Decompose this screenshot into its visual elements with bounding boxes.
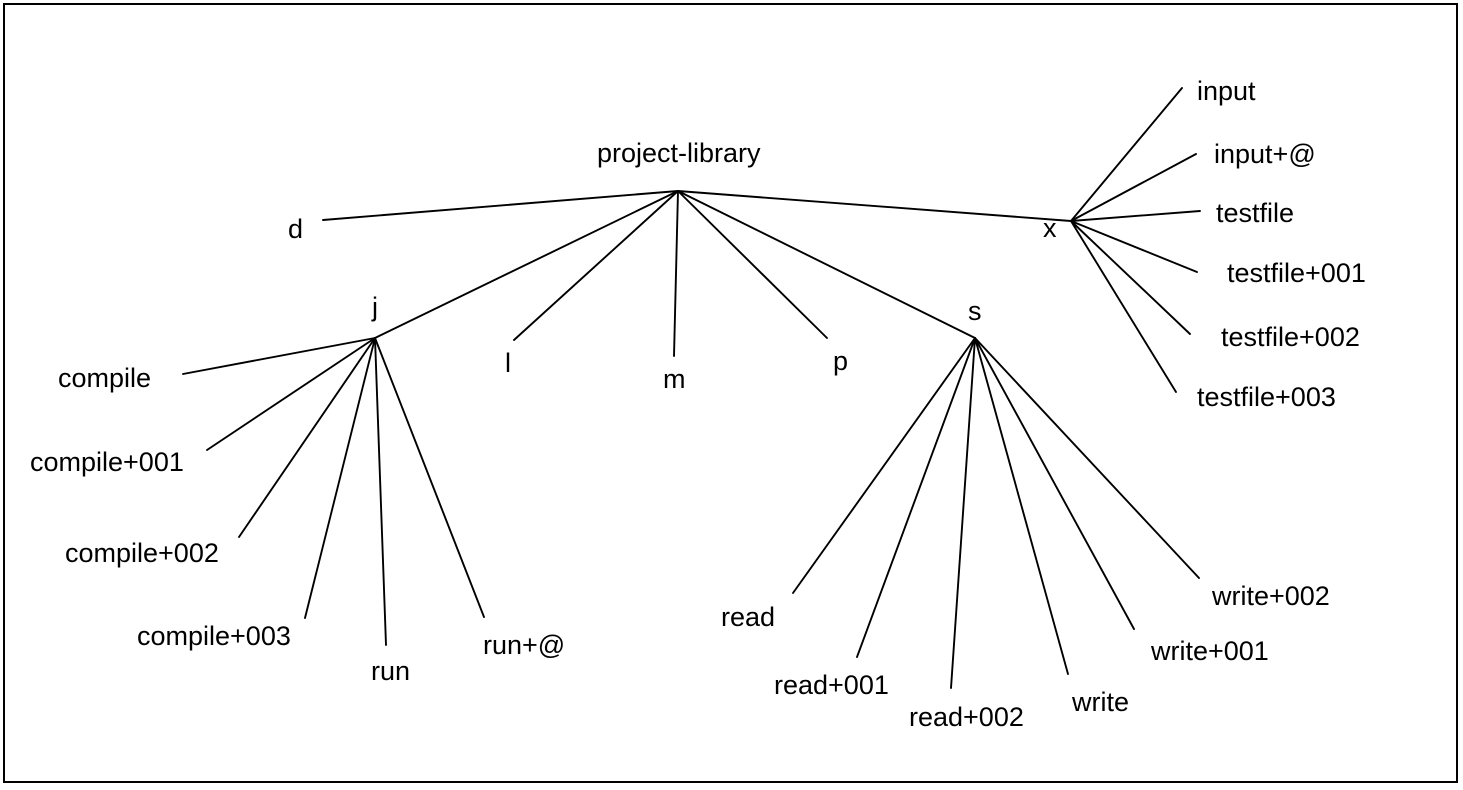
tree-node-label-s[interactable]: s: [968, 296, 982, 326]
tree-edge-x-to-testfile002: [1070, 220, 1191, 335]
tree-node-label-testfile002[interactable]: testfile+002: [1221, 322, 1360, 352]
tree-node-label-l[interactable]: l: [505, 348, 511, 378]
tree-node-label-compile001[interactable]: compile+001: [30, 447, 184, 477]
tree-node-label-read001[interactable]: read+001: [774, 670, 889, 700]
tree-edge-s-to-read002: [950, 337, 976, 689]
tree-node-label-testfile001[interactable]: testfile+001: [1227, 258, 1366, 288]
tree-node-label-compile002[interactable]: compile+002: [65, 538, 219, 568]
tree-node-label-write[interactable]: write: [1072, 687, 1130, 717]
tree-edge-s-to-write001: [974, 337, 1135, 630]
tree-node-label-root[interactable]: project-library: [597, 138, 761, 168]
tree-edge-root-to-p: [677, 190, 828, 339]
tree-node-label-compile[interactable]: compile: [58, 363, 152, 393]
tree-edge-s-to-write: [974, 337, 1069, 675]
tree-edge-j-to-compile003: [304, 337, 376, 619]
tree-node-label-input[interactable]: input: [1197, 76, 1256, 106]
tree-node-label-p[interactable]: p: [833, 346, 849, 376]
tree-node-label-testfile003[interactable]: testfile+003: [1197, 382, 1336, 412]
tree-edge-x-to-inputat: [1070, 153, 1197, 222]
tree-edge-s-to-write002: [974, 337, 1200, 579]
tree-edge-j-to-compile002: [238, 337, 376, 538]
tree-node-label-x[interactable]: x: [1043, 213, 1057, 243]
tree-edge-x-to-testfile001: [1070, 220, 1198, 273]
tree-node-label-run[interactable]: run: [371, 656, 411, 686]
tree-edge-root-to-j: [374, 190, 679, 339]
tree-edge-root-to-d: [322, 190, 679, 221]
tree-edge-j-to-runat: [374, 337, 485, 618]
tree-node-label-read002[interactable]: read+002: [909, 702, 1024, 732]
tree-node-label-j[interactable]: j: [372, 292, 378, 322]
tree-edge-root-to-m: [673, 190, 679, 357]
tree-edge-s-to-read001: [856, 337, 976, 658]
edges-group: [182, 87, 1201, 689]
tree-edge-x-to-input: [1070, 87, 1183, 222]
tree-edge-x-to-testfile003: [1070, 220, 1177, 393]
tree-node-label-compile003[interactable]: compile+003: [137, 621, 291, 651]
tree-edge-root-to-s: [677, 190, 976, 339]
tree-node-label-write002[interactable]: write+002: [1212, 581, 1330, 611]
tree-node-label-d[interactable]: d: [288, 214, 304, 244]
tree-edge-j-to-compile: [182, 337, 376, 375]
diagram-border-frame: [3, 3, 1458, 783]
tree-edge-x-to-testfile: [1070, 210, 1201, 222]
tree-node-label-testfile[interactable]: testfile: [1216, 198, 1295, 228]
tree-node-label-runat[interactable]: run+@: [483, 630, 566, 660]
tree-edge-root-to-x: [677, 190, 1072, 222]
tree-node-label-m[interactable]: m: [663, 364, 686, 394]
tree-edge-j-to-compile001: [206, 337, 376, 451]
tree-edge-root-to-l: [513, 190, 679, 341]
tree-edge-j-to-run: [374, 337, 387, 646]
tree-node-label-read[interactable]: read: [721, 602, 776, 632]
tree-node-label-write001[interactable]: write+001: [1151, 636, 1269, 666]
tree-edge-s-to-read: [792, 337, 976, 594]
tree-node-label-inputat[interactable]: input+@: [1214, 139, 1316, 169]
